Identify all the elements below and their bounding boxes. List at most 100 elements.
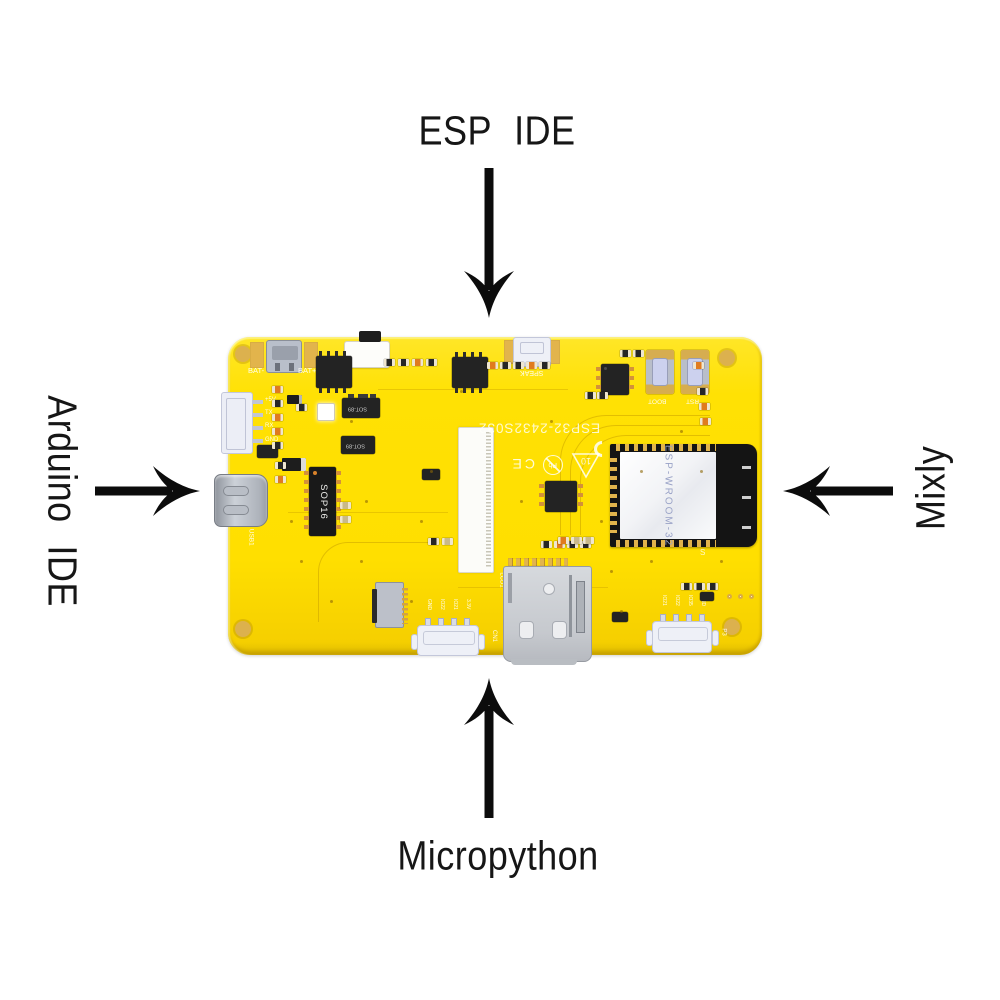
mounting-hole [719,350,735,366]
sot23-transistor [612,612,628,622]
plated-hole [727,594,732,599]
module-pins [610,458,617,533]
flash-chip [539,481,583,512]
uart-connector [221,392,253,454]
module-pins [616,444,716,451]
uart-pin-label: +5V [265,397,276,403]
module-shield-label: ESP-WROOM-32 [620,444,716,547]
smd-passive [699,403,710,410]
right-arrow-icon [95,466,200,516]
copper-trace [318,542,438,622]
via [430,470,433,473]
smd-passive [442,538,453,545]
recycle-triangle-icon: 10 [571,453,601,479]
smd-passive [272,414,283,421]
smd-passive [633,350,644,357]
via [365,500,368,503]
sot89-regulator: SOT-89 [342,394,380,418]
smd-passive [539,362,550,369]
fpc-connector-display [458,427,494,573]
svg-text:10: 10 [581,456,591,466]
smd-passive [693,362,704,369]
smd-passive [700,418,711,425]
reset-button [681,350,709,394]
via [720,560,723,563]
via [610,570,613,573]
cert-marks: CE Pb 10 [505,441,601,483]
uart-pin [253,413,263,417]
smd-passive [412,359,423,366]
up-arrow-icon [464,678,514,818]
sop16-chip: SOP16 [304,467,341,536]
sot23-transistor [422,469,440,480]
smd-passive [697,388,708,395]
usb-c-connector [214,474,268,527]
p3-ear [646,630,653,646]
solder-pad [304,342,318,368]
pcb-board: USB1 +5V TX RX GND BAT- BAT+ [214,331,762,665]
via [330,600,333,603]
via [460,390,463,393]
mounting-hole [724,619,740,635]
smd-passive [707,583,718,590]
solder-pad [504,340,514,364]
bat-pos-label: BAT+ [298,366,317,375]
label-esp-ide: ESP IDE [418,107,576,154]
fpc-connector-touch [372,582,408,628]
uart-pin-label: GND [265,437,279,443]
bat-neg-label: BAT- [248,366,265,375]
smd-passive [384,359,395,366]
mounting-hole [235,621,251,637]
antenna-mark [742,526,751,529]
uart-pin-label: TX [265,410,273,416]
smd-passive [583,537,594,544]
sot89-regulator: SOT-89 [341,436,375,454]
via [350,420,353,423]
smd-passive [275,462,286,469]
smd-passive [558,537,569,544]
left-arrow-icon [783,466,893,516]
smd-passive [694,583,705,590]
copper-trace [288,512,448,513]
copper-trace [570,425,710,535]
s-mark: S [700,548,706,557]
smd-passive [597,392,608,399]
smd-passive [272,442,283,449]
via [420,520,423,523]
smd-passive [272,428,283,435]
smd-passive [526,362,537,369]
via [650,560,653,563]
uart-pin [253,426,263,430]
plated-hole [738,594,743,599]
smd-passive [272,400,283,407]
smd-passive [541,541,552,548]
smd-passive [296,404,307,411]
smd-passive [580,541,591,548]
uart-pin-label: RX [265,423,274,429]
via [620,610,623,613]
via [600,520,603,523]
antenna-mark [742,496,751,499]
via [520,500,523,503]
smd-passive [681,583,692,590]
smd-passive [340,516,351,523]
via [680,430,683,433]
soic8-chip [452,352,488,393]
smd-passive [620,350,631,357]
plated-hole [749,594,754,599]
led [317,403,335,421]
down-arrow-icon [464,168,514,318]
solder-pad [250,342,264,368]
smd-passive [340,502,351,509]
smd-passive [585,392,596,399]
p3-ear [712,630,719,646]
uart-pin [253,400,263,404]
diode [287,395,302,404]
via [410,600,413,603]
smd-passive [428,538,439,545]
uart-pin [253,439,263,443]
smd-passive [571,537,582,544]
copper-trace [560,415,710,535]
label-micropython: Micropython [397,832,599,879]
